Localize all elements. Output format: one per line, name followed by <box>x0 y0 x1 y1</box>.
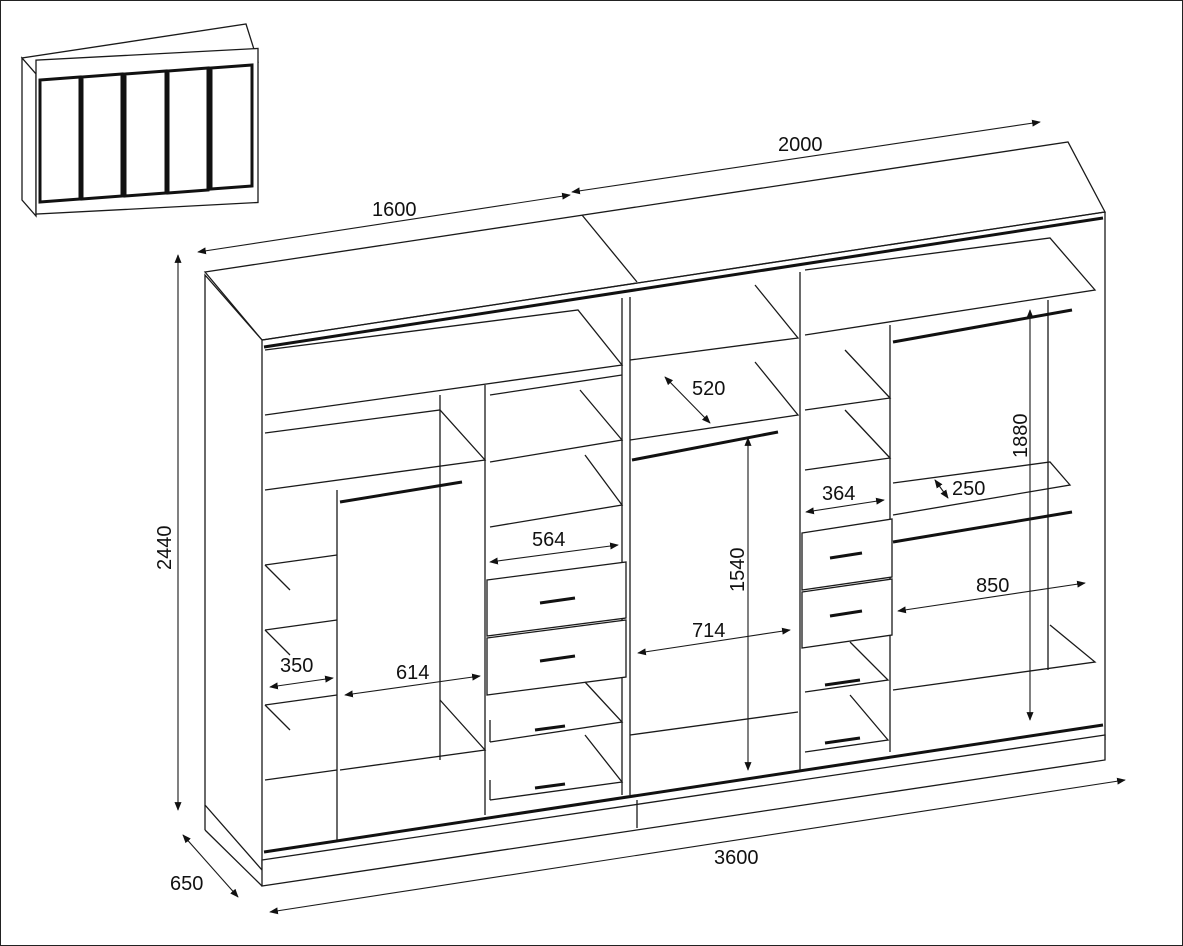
dim-3600: 3600 <box>714 847 759 869</box>
dim-1540: 1540 <box>727 548 749 593</box>
dim-714: 714 <box>692 620 725 642</box>
partitions <box>336 272 1049 840</box>
dim-850: 850 <box>976 575 1009 597</box>
top-rail <box>263 216 1104 349</box>
dim-364: 364 <box>822 483 855 505</box>
dim-250: 250 <box>952 478 985 500</box>
dim-1880: 1880 <box>1010 414 1032 459</box>
thumbnail-wardrobe <box>20 23 259 218</box>
wardrobe-body <box>203 141 1107 887</box>
drawers <box>486 518 893 801</box>
dim-1600: 1600 <box>372 199 417 221</box>
top-panel <box>203 141 1107 341</box>
dim-614: 614 <box>396 662 429 684</box>
dimension-labels: 2000 1600 2440 650 3600 520 1880 364 250… <box>154 134 1032 895</box>
dim-520: 520 <box>692 378 725 400</box>
shelves <box>264 237 1097 781</box>
dim-2000: 2000 <box>778 134 823 156</box>
dim-2440: 2440 <box>154 526 176 571</box>
bottom-rail <box>263 723 1104 854</box>
side-panel <box>204 273 263 872</box>
dim-350: 350 <box>280 655 313 677</box>
dimension-lines <box>174 119 1126 915</box>
dim-650: 650 <box>170 873 203 895</box>
plinth <box>261 734 1106 887</box>
dim-564: 564 <box>532 529 565 551</box>
hanging-rods <box>339 308 1073 544</box>
